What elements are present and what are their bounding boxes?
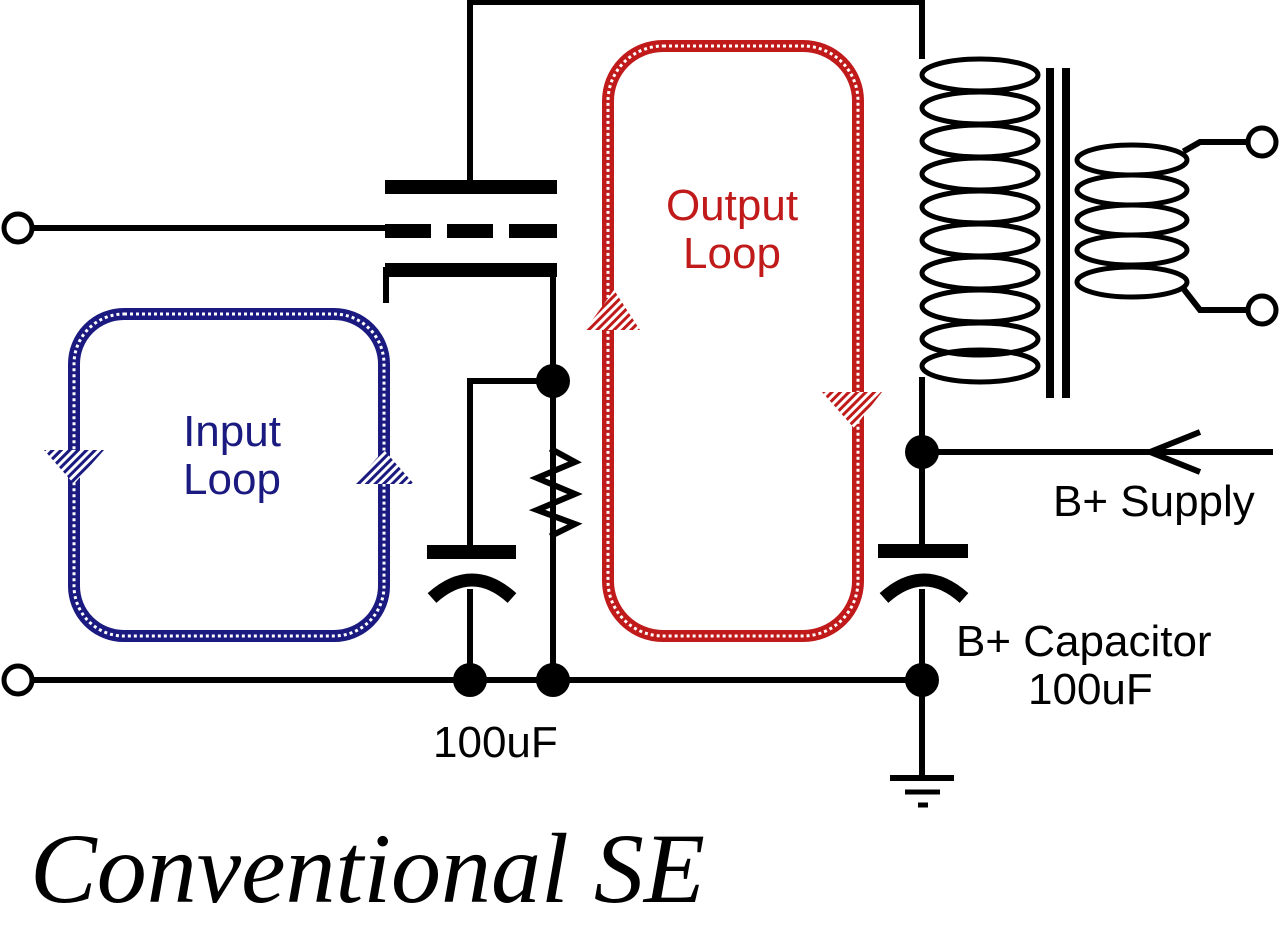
junction-dot: [536, 364, 570, 398]
bplus-capacitor-value: 100uF: [1028, 665, 1153, 714]
junction-dot: [905, 435, 939, 469]
input-loop-arrow-down-icon: [44, 450, 104, 484]
input-loop-arrow-up-icon: [354, 450, 414, 484]
input-loop: [44, 308, 414, 642]
junction-dot: [905, 663, 939, 697]
output-loop-label-line2: Loop: [683, 229, 781, 278]
junctions: [453, 364, 939, 697]
primary-winding: [919, 56, 1041, 385]
input-loop-label-line1: Input: [183, 407, 281, 456]
junction-dot: [536, 663, 570, 697]
bplus-arrow-icon: [1141, 429, 1202, 475]
capacitor-icon: [427, 545, 517, 603]
terminals: [1, 125, 1279, 697]
output-loop: [585, 40, 882, 642]
input-loop-label-line2: Loop: [183, 455, 281, 504]
transformer-core: [1046, 68, 1054, 398]
output-loop-arrow-down-icon: [822, 392, 882, 428]
transformer-icon: [919, 56, 1190, 398]
output-terminal: [1245, 125, 1279, 159]
bplus-capacitor-label: B+ Capacitor: [956, 617, 1212, 666]
junction-dot: [453, 663, 487, 697]
resistor-icon: [528, 445, 583, 540]
output-terminal: [1245, 293, 1279, 327]
diagram-title: Conventional SE: [30, 813, 705, 924]
triode-icon: [385, 180, 557, 277]
ground-icon: [890, 775, 954, 808]
bplus-supply-label: B+ Supply: [1053, 477, 1255, 526]
transformer-core: [1062, 68, 1070, 398]
secondary-winding: [1074, 142, 1190, 300]
output-loop-arrow-up-icon: [585, 290, 640, 330]
output-loop-label-line1: Output: [666, 181, 798, 230]
cathode-capacitor-value: 100uF: [433, 718, 558, 767]
capacitor-icon: [878, 544, 969, 603]
input-terminal: [1, 211, 35, 245]
ground-terminal: [1, 663, 35, 697]
